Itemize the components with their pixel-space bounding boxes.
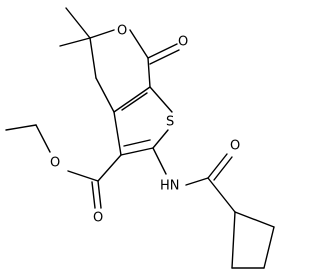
bond — [147, 57, 151, 88]
ethyl-carbonyl-oxygen-label: O — [93, 211, 103, 226]
bond — [234, 211, 275, 228]
tert-butyl-ester-group — [129, 29, 180, 88]
bond — [185, 177, 209, 186]
methyl-bond — [95, 77, 115, 113]
bond — [97, 154, 122, 182]
bond — [207, 177, 236, 213]
tert-butyl-group — [59, 7, 115, 79]
bond — [213, 156, 233, 181]
bond — [89, 29, 115, 39]
bond — [89, 37, 97, 79]
bond — [91, 181, 96, 209]
carbonyl-oxygen-label: O — [178, 35, 188, 50]
ethyl-ester-oxygen-label: O — [50, 156, 60, 171]
amide-nh-label: HN — [160, 179, 180, 194]
amide-oxygen-label: O — [230, 139, 240, 154]
bond — [147, 43, 178, 59]
ethyl-ester-group — [5, 124, 122, 209]
molecule-diagram: O O S O O HN O — [5, 7, 275, 269]
cyclobutyl-ring — [231, 211, 275, 269]
bond — [65, 7, 91, 39]
bond — [59, 37, 91, 47]
bond — [123, 139, 151, 147]
ester-oxygen-label: O — [117, 24, 127, 39]
sulfur-label: S — [166, 115, 174, 130]
bond — [67, 170, 99, 182]
bond — [5, 124, 37, 131]
bond — [120, 147, 154, 156]
bond — [149, 49, 180, 65]
bond — [263, 226, 275, 269]
bond — [207, 153, 228, 179]
bond — [113, 111, 122, 156]
bond — [152, 129, 169, 149]
thiophene-ring — [113, 86, 173, 156]
bond — [121, 92, 148, 111]
bond — [113, 86, 151, 113]
bond — [152, 147, 167, 175]
bond — [231, 211, 236, 269]
bond — [149, 86, 173, 113]
bond — [97, 180, 102, 209]
bond — [35, 124, 51, 153]
bond — [129, 29, 149, 59]
amide-group — [152, 147, 236, 213]
